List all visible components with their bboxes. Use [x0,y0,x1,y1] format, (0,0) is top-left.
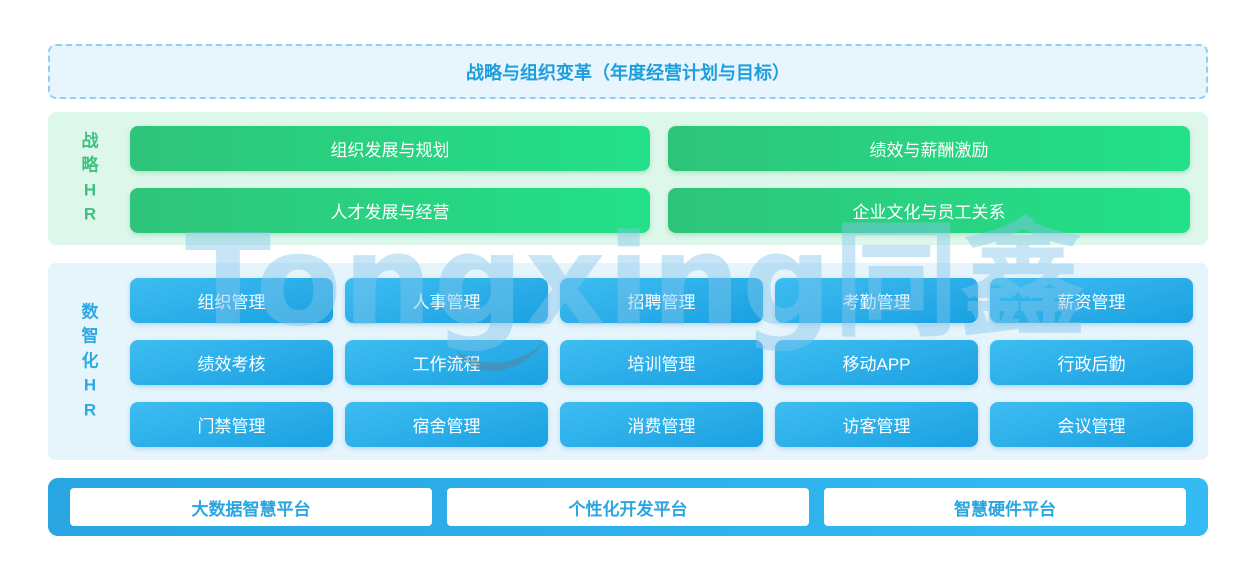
digital-hr-section-label: 数 智 化 H R [81,301,99,420]
module-chip-attendance: 考勤管理 [775,278,978,323]
module-chip-talent-development: 人才发展与经营 [130,188,650,233]
platform-bar: 大数据智慧平台 个性化开发平台 智慧硬件平台 [48,478,1208,536]
module-chip-performance-compensation: 绩效与薪酬激励 [668,126,1190,171]
digital-hr-section: 数 智 化 H R 组织管理 人事管理 招聘管理 考勤管理 薪资管理 绩效考核 … [48,263,1208,460]
platform-card-smart-hardware: 智慧硬件平台 [824,488,1186,526]
module-chip-admin-logistics: 行政后勤 [990,340,1193,385]
module-chip-visitor: 访客管理 [775,402,978,447]
module-chip-mobile-app: 移动APP [775,340,978,385]
module-chip-payroll: 薪资管理 [990,278,1193,323]
module-chip-dormitory: 宿舍管理 [345,402,548,447]
module-chip-recruitment: 招聘管理 [560,278,763,323]
strategy-hr-section-label: 战 略 H R [81,131,99,225]
module-chip-training: 培训管理 [560,340,763,385]
module-chip-organization: 组织管理 [130,278,333,323]
digital-module-grid: 组织管理 人事管理 招聘管理 考勤管理 薪资管理 绩效考核 工作流程 培训管理 … [130,278,1193,447]
module-chip-access-control: 门禁管理 [130,402,333,447]
module-chip-workflow: 工作流程 [345,340,548,385]
module-chip-culture-employee-relations: 企业文化与员工关系 [668,188,1190,233]
strategy-change-banner-label: 战略与组织变革（年度经营计划与目标） [466,62,790,83]
module-chip-personnel: 人事管理 [345,278,548,323]
platform-card-bigdata: 大数据智慧平台 [70,488,432,526]
module-chip-performance-review: 绩效考核 [130,340,333,385]
strategy-module-grid: 组织发展与规划 绩效与薪酬激励 人才发展与经营 企业文化与员工关系 [130,126,1190,233]
module-chip-meeting: 会议管理 [990,402,1193,447]
platform-card-custom-dev: 个性化开发平台 [447,488,809,526]
strategy-hr-section: 战 略 H R 组织发展与规划 绩效与薪酬激励 人才发展与经营 企业文化与员工关… [48,112,1208,245]
strategy-change-banner: 战略与组织变革（年度经营计划与目标） [48,44,1208,99]
module-chip-org-development: 组织发展与规划 [130,126,650,171]
module-chip-consumption: 消费管理 [560,402,763,447]
